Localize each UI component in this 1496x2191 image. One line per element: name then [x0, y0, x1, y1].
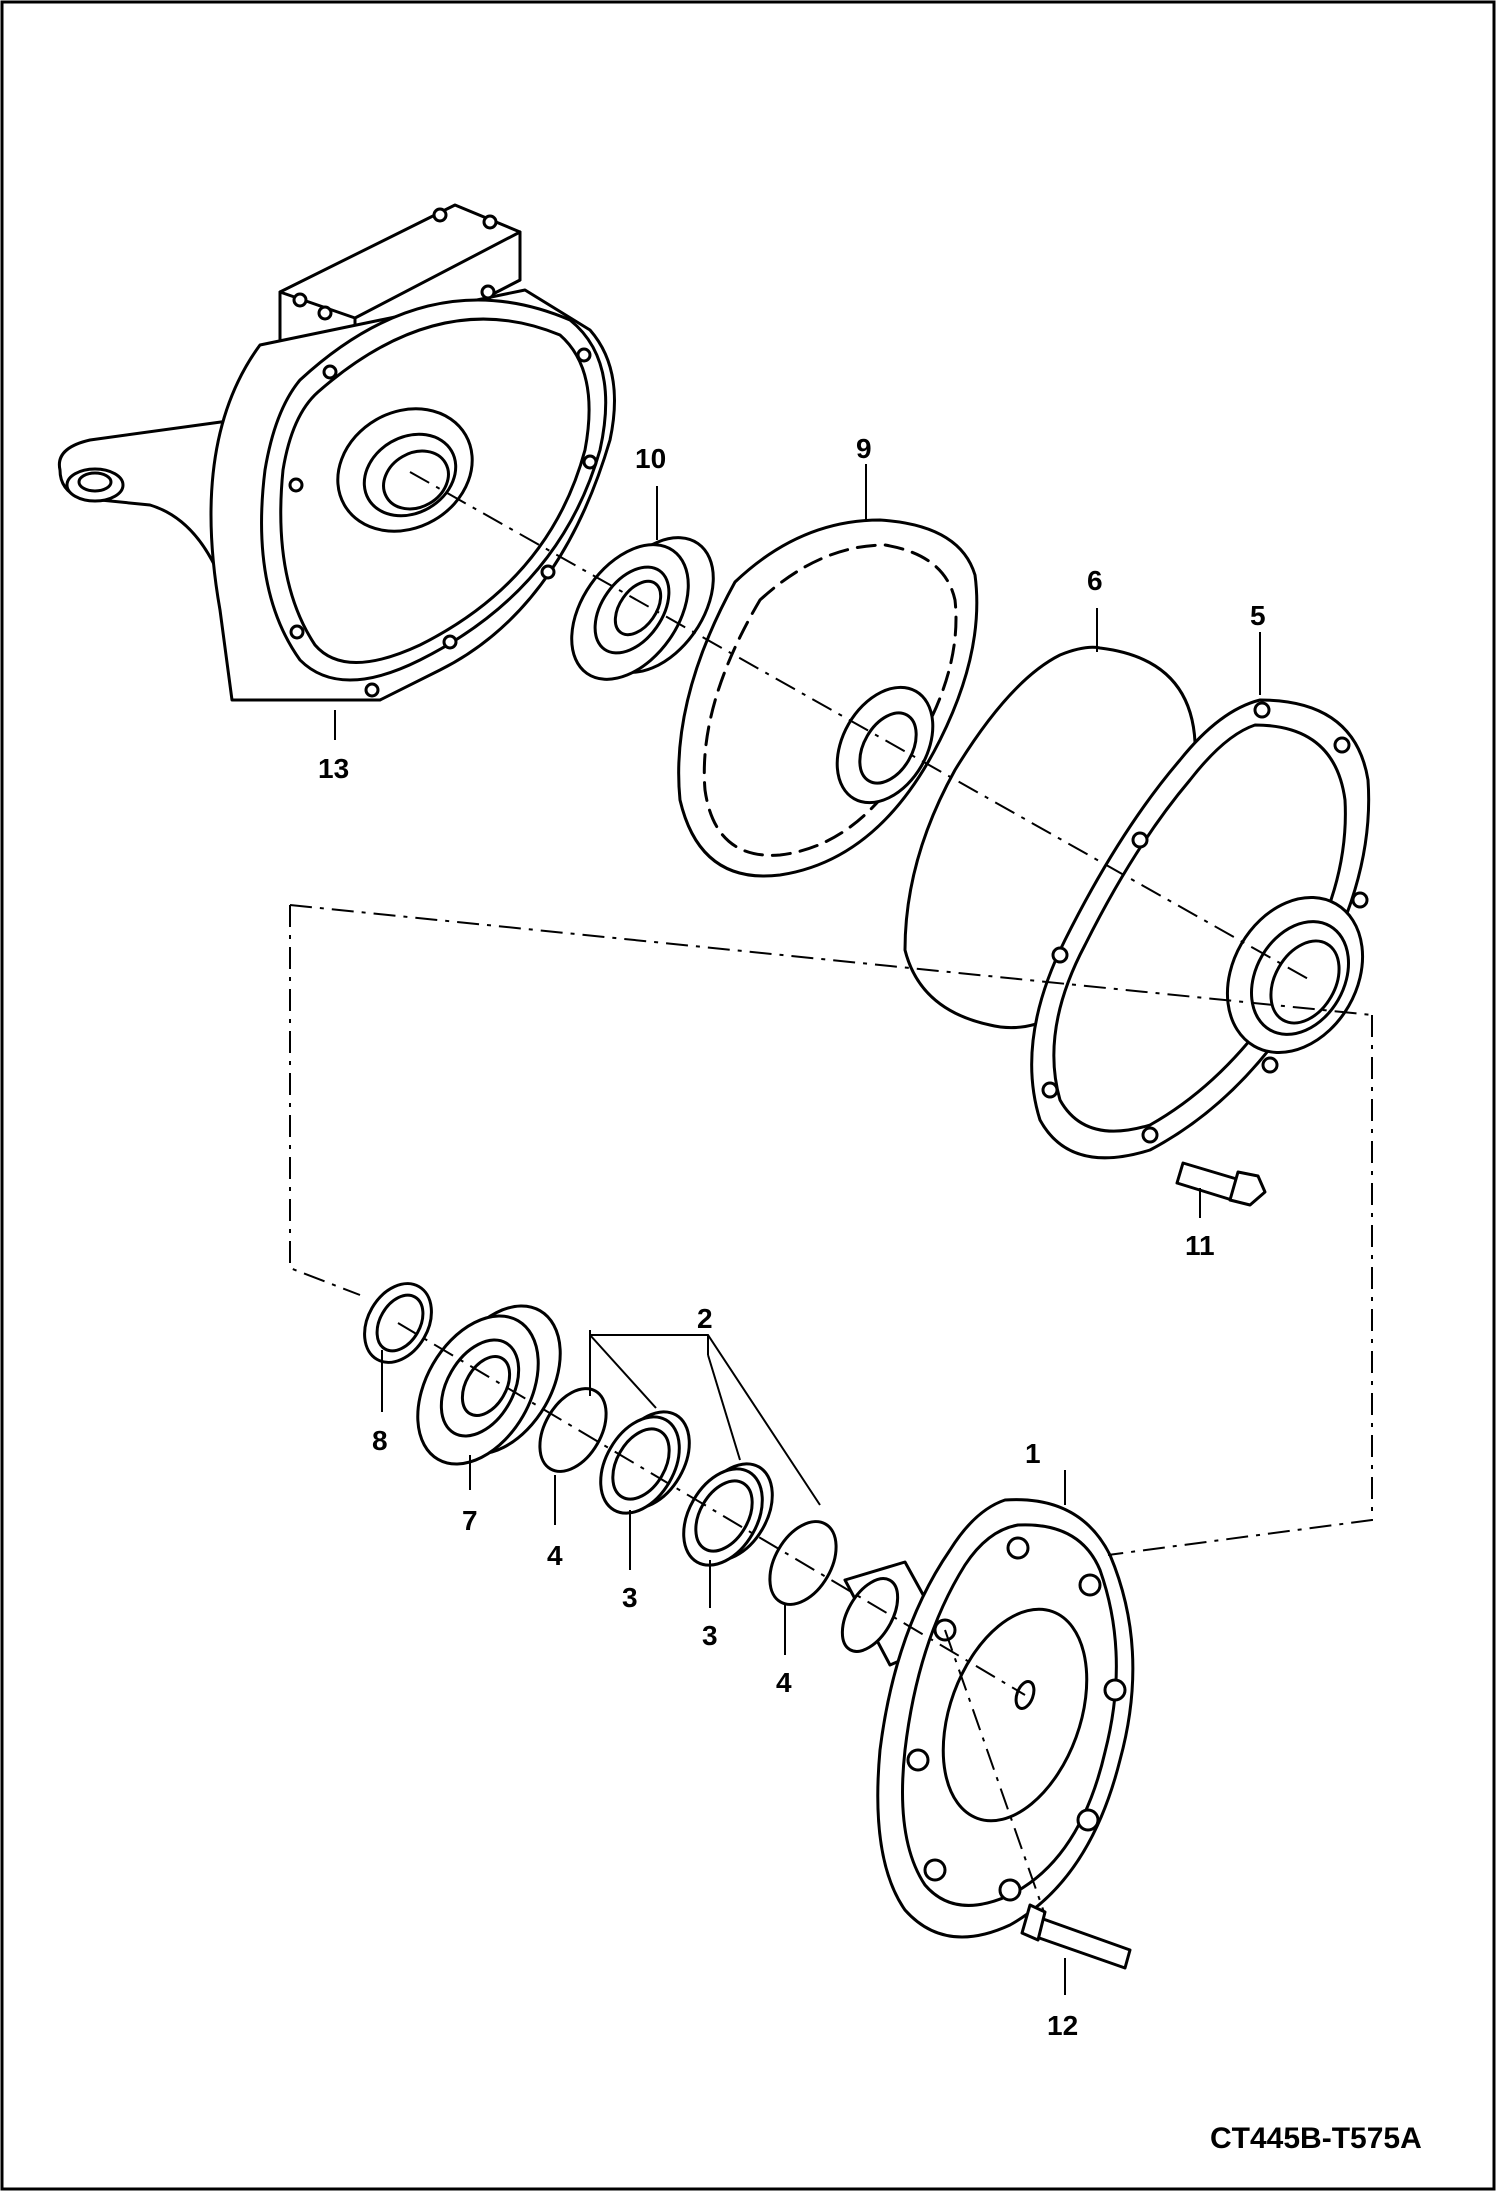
callout-9: 9	[856, 433, 872, 464]
callout-4-right: 4	[776, 1667, 792, 1698]
assembly-path-top	[289, 904, 1373, 1016]
stud-center-line	[944, 1629, 1046, 1916]
callout-11: 11	[1185, 1230, 1215, 1261]
callout-8: 8	[372, 1425, 388, 1456]
assembly-line-lower	[397, 1322, 1026, 1696]
callout-3-right: 3	[702, 1620, 718, 1651]
drawing-number: CT445B-T575A	[1210, 2122, 1422, 2155]
part-3-seal-right	[682, 1462, 774, 1567]
callout-4-left: 4	[547, 1540, 563, 1571]
part-3-seal-left	[599, 1410, 691, 1515]
assembly-path-frame	[289, 905, 361, 1296]
callout-13: 13	[318, 753, 349, 784]
callout-7: 7	[462, 1505, 478, 1536]
callout-5: 5	[1250, 600, 1266, 631]
callout-2: 2	[697, 1303, 713, 1334]
assembly-path-right	[1107, 1015, 1373, 1556]
part-1-wheel-hub	[840, 1498, 1135, 1939]
part-5-hub-carrier	[1030, 698, 1371, 1160]
part-11-bolt	[1175, 1161, 1267, 1207]
part-13-knuckle-housing	[57, 203, 616, 702]
callout-6: 6	[1087, 565, 1103, 596]
callout-12: 12	[1047, 2010, 1078, 2041]
part-12-wheel-stud	[1020, 1903, 1132, 1970]
assembly-line-upper	[409, 471, 1311, 981]
callout-3-left: 3	[622, 1582, 638, 1613]
part-4-o-ring-left	[538, 1387, 608, 1473]
part-9-ring-gear	[677, 518, 979, 878]
callout-10: 10	[635, 443, 666, 474]
callout-1: 1	[1025, 1438, 1041, 1469]
part-10-bearing	[570, 536, 715, 681]
